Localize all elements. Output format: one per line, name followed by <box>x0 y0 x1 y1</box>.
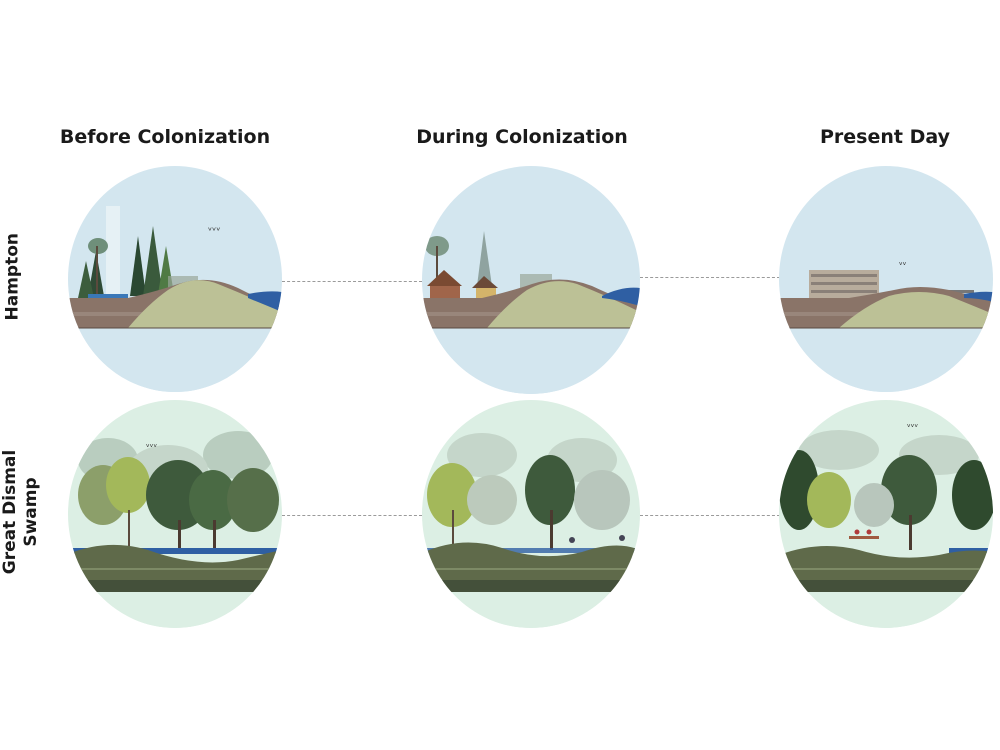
swamp-present-scene: ᵛᵛᵛ <box>779 400 993 628</box>
hampton-before-scene: ᵛᵛᵛ <box>68 166 282 392</box>
hampton-during-scene <box>422 166 640 394</box>
connector-swamp-2 <box>640 515 780 516</box>
modern-building <box>809 270 879 298</box>
swamp-during-scene <box>422 400 640 628</box>
connector-swamp-1 <box>282 515 422 516</box>
svg-text:ᵛᵛ: ᵛᵛ <box>899 261 907 271</box>
column-title-during: During Colonization <box>416 126 628 148</box>
svg-text:ᵛᵛᵛ: ᵛᵛᵛ <box>907 423 919 433</box>
cabin-houses <box>427 270 498 298</box>
swamp-forest <box>427 455 630 550</box>
row-label-swamp-line1: Great Dismal <box>0 449 20 575</box>
row-label-swamp-line2: Swamp <box>21 477 41 547</box>
column-title-present: Present Day <box>820 126 950 148</box>
swamp-forest <box>779 450 993 550</box>
connector-hampton-1 <box>282 281 422 282</box>
row-label-swamp: Great Dismal Swamp <box>0 447 42 577</box>
hampton-present-scene: ᵛᵛ <box>779 166 993 392</box>
svg-text:ᵛᵛᵛ: ᵛᵛᵛ <box>208 226 221 237</box>
svg-text:ᵛᵛᵛ: ᵛᵛᵛ <box>146 443 158 453</box>
swamp-forest <box>78 457 279 550</box>
conifer-trees <box>78 226 174 298</box>
row-label-hampton-text: Hampton <box>2 233 23 321</box>
connector-hampton-2 <box>640 277 780 278</box>
swamp-before-scene: ᵛᵛᵛ <box>68 400 282 628</box>
column-title-before: Before Colonization <box>59 126 271 148</box>
row-label-hampton: Hampton <box>3 233 24 321</box>
